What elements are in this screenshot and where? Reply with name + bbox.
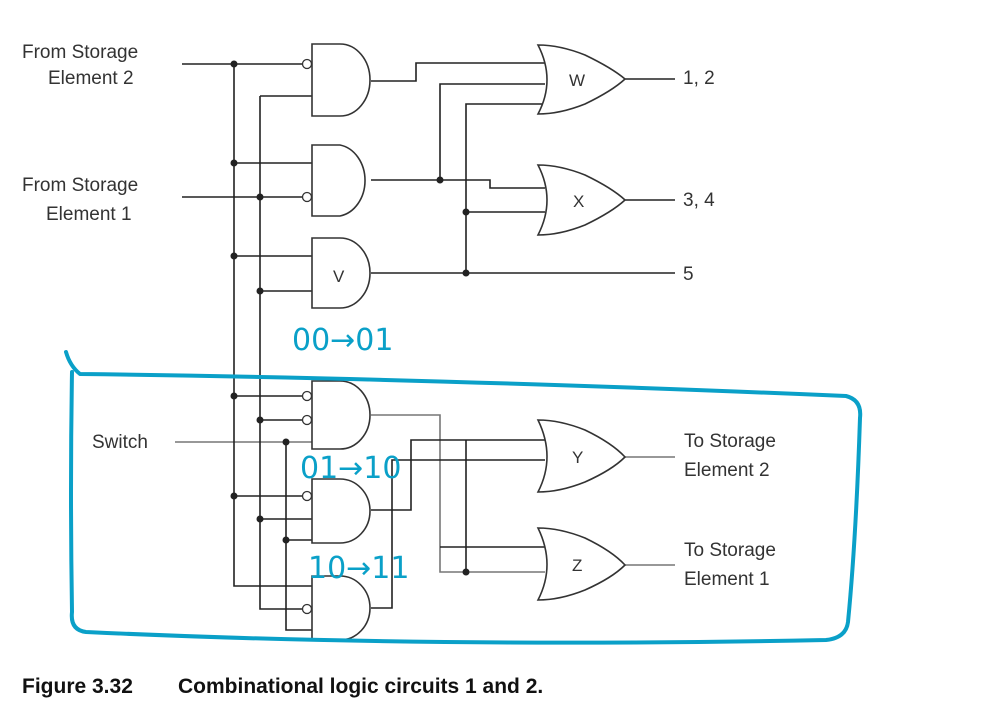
and-gate-3 <box>311 380 371 450</box>
inverter-bubble <box>301 58 313 70</box>
and-gate-4 <box>311 478 371 544</box>
or-gate-z <box>536 527 627 601</box>
output-label-x: 3, 4 <box>683 190 715 211</box>
inverter-bubble <box>301 490 313 502</box>
gate-v-label: V <box>333 267 345 286</box>
output-label-y-line1: To Storage <box>684 431 776 452</box>
annotation-00-01: 00→01 <box>292 323 393 358</box>
or-gate-y <box>536 419 627 493</box>
inverter-bubble <box>301 603 313 615</box>
gate-z-label: Z <box>572 556 582 575</box>
or-gate-w <box>536 44 627 115</box>
input-label-storage2-line2: Element 2 <box>48 68 134 89</box>
output-label-w: 1, 2 <box>683 68 715 89</box>
and-gate-2 <box>311 144 366 217</box>
inverter-bubble <box>301 414 313 426</box>
output-label-y-line2: Element 2 <box>684 460 770 481</box>
input-label-storage1-line1: From Storage <box>22 175 138 196</box>
input-label-storage1-line2: Element 1 <box>46 204 132 225</box>
gate-y-label: Y <box>572 448 583 467</box>
input-label-storage2-line1: From Storage <box>22 42 138 63</box>
caption-number: Figure 3.32 <box>22 675 133 698</box>
annotation-01-10: 01→10 <box>300 451 401 486</box>
annotation-box <box>64 350 863 645</box>
caption-title: Combinational logic circuits 1 and 2. <box>178 675 543 698</box>
output-label-z-line1: To Storage <box>684 540 776 561</box>
output-label-z-line2: Element 1 <box>684 569 770 590</box>
and-gate-1 <box>311 43 371 117</box>
gate-x-label: X <box>573 192 584 211</box>
bus-storage1 <box>259 96 312 610</box>
output-label-v: 5 <box>683 264 694 285</box>
input-label-switch: Switch <box>92 432 148 453</box>
inverter-bubble <box>301 390 313 402</box>
bus-switch <box>285 442 312 631</box>
and-gate-v <box>311 237 371 309</box>
gate-w-label: W <box>569 71 585 90</box>
or-gate-x <box>536 164 627 236</box>
annotation-10-11: 10→11 <box>308 551 409 586</box>
inverter-bubble <box>301 191 313 203</box>
